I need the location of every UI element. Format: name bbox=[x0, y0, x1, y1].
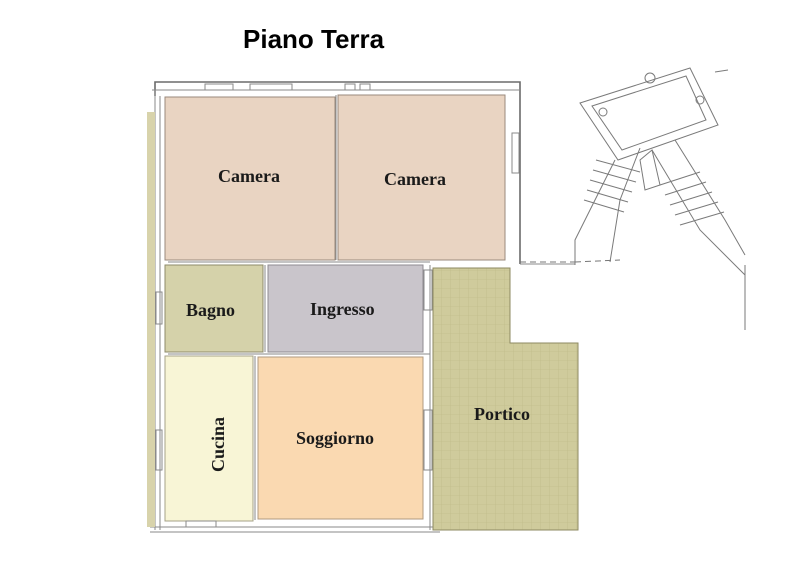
room-cucina bbox=[164, 355, 254, 522]
room-ingresso bbox=[267, 264, 424, 353]
plan-title: Piano Terra bbox=[243, 24, 385, 54]
room-soggiorno bbox=[257, 356, 424, 520]
side-strip bbox=[147, 112, 155, 527]
openings bbox=[155, 83, 520, 530]
room-label-cucina: Cucina bbox=[208, 417, 228, 472]
staircase-sketch bbox=[574, 67, 746, 330]
room-portico bbox=[432, 267, 579, 531]
room-label-portico: Portico bbox=[474, 404, 530, 424]
room-label-ingresso: Ingresso bbox=[310, 299, 375, 319]
room-label-bagno: Bagno bbox=[186, 300, 235, 320]
room-label-soggiorno: Soggiorno bbox=[296, 428, 374, 448]
room-camera-right bbox=[337, 94, 506, 261]
room-camera-left bbox=[164, 96, 336, 261]
room-bagno bbox=[164, 264, 264, 353]
room-label-camera-right: Camera bbox=[384, 169, 446, 189]
room-label-camera-left: Camera bbox=[218, 166, 280, 186]
dashed-lines bbox=[520, 259, 621, 263]
